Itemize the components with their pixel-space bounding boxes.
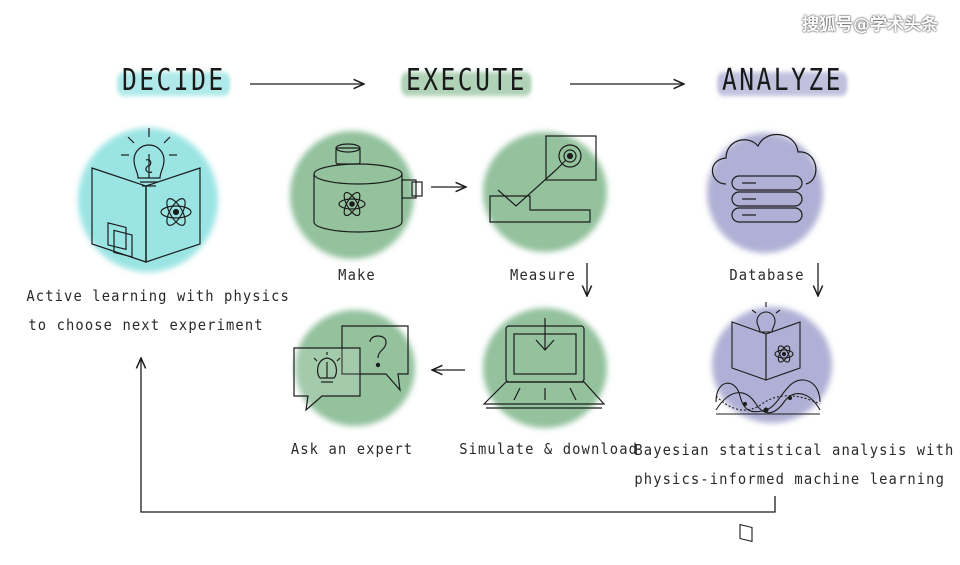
arrow-feedback-loop	[141, 358, 776, 513]
heading-decide: DECIDE	[117, 63, 231, 98]
label-ask-expert: Ask an expert	[290, 440, 414, 458]
heading-analyze: ANALYZE	[717, 63, 848, 98]
flow-arrows	[141, 84, 818, 513]
lightbulb-icon	[121, 128, 177, 187]
reactor-icon	[313, 143, 423, 233]
measure-target-icon	[489, 135, 597, 223]
watermark: 搜狐号@学术头条	[802, 15, 938, 35]
lightbulb-icon	[751, 302, 781, 333]
label-bayesian-line1: Bayesian statistical analysis with	[634, 441, 955, 459]
label-make: Make	[338, 266, 376, 284]
label-simulate-download: Simulate & download	[459, 440, 639, 458]
watercolor-washes	[78, 128, 832, 428]
atom-icon	[338, 191, 366, 217]
label-database: Database	[729, 266, 805, 284]
atom-icon	[774, 345, 794, 363]
heading-execute: EXECUTE	[401, 63, 532, 98]
label-active-learning-line2: to choose next experiment	[28, 316, 264, 334]
bayesian-analysis-icon	[715, 302, 821, 543]
heading-decide-text: DECIDE	[122, 63, 226, 98]
label-bayesian-analysis: Bayesian statistical analysis with physi…	[634, 436, 955, 494]
label-active-learning: Active learning with physics to choose n…	[26, 282, 290, 340]
cloud-database-icon	[711, 133, 817, 223]
laptop-download-icon	[482, 318, 606, 409]
book-lightbulb-icon	[91, 128, 201, 263]
speech-bubbles-icon	[293, 325, 409, 412]
label-measure: Measure	[510, 266, 576, 284]
heading-analyze-text: ANALYZE	[722, 63, 843, 98]
label-bayesian-line2: physics-informed machine learning	[634, 470, 946, 488]
atom-icon	[160, 198, 192, 226]
heading-execute-text: EXECUTE	[406, 63, 527, 98]
label-active-learning-line1: Active learning with physics	[26, 287, 290, 305]
